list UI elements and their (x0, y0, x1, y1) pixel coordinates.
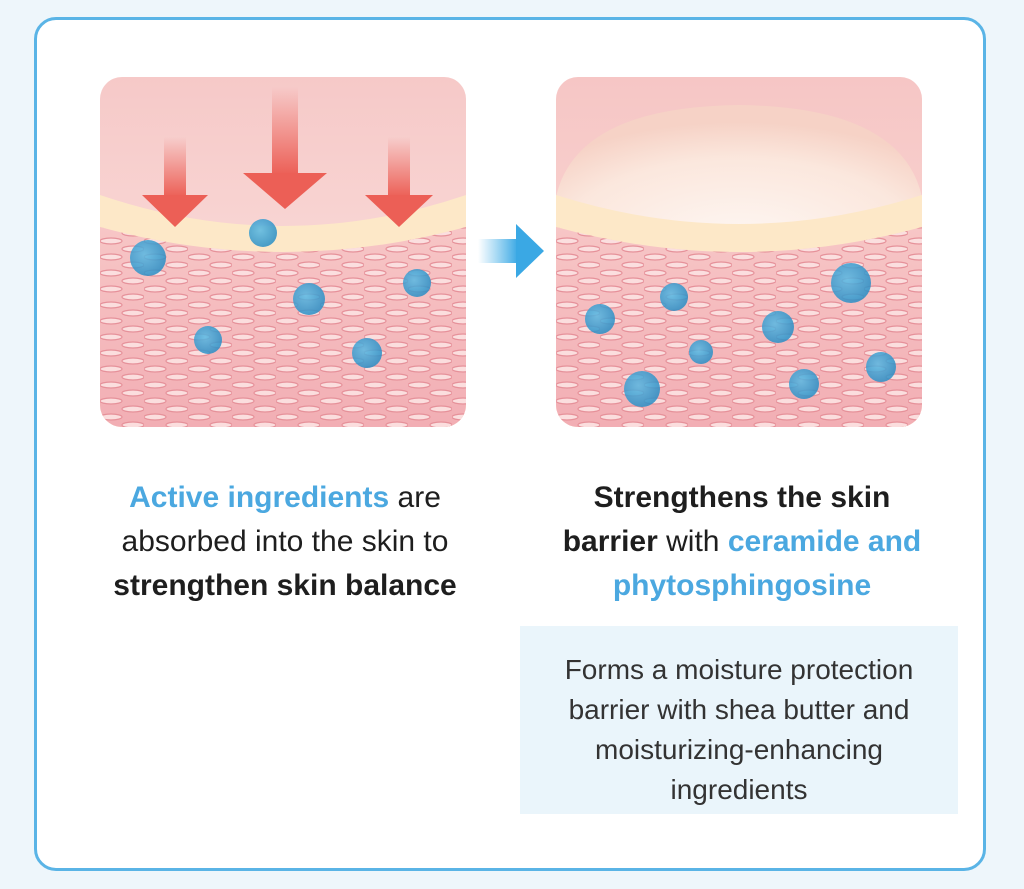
caption-line: absorbed into the skin to (121, 525, 449, 558)
note-line: ingredients (670, 774, 808, 805)
caption-text: with (657, 525, 728, 558)
skin-barrier-illustration (556, 77, 922, 427)
caption-line-bold: Strengthens the skin (593, 481, 891, 514)
absorption-arrow-icon (243, 87, 327, 209)
caption-line: Active ingredients are (62, 476, 508, 520)
absorption-arrow-icon (142, 137, 208, 227)
caption-highlight: ceramide and (727, 525, 922, 558)
absorption-caption: Active ingredients are absorbed into the… (62, 476, 508, 608)
skin-absorption-illustration (100, 77, 466, 427)
absorption-arrow-icon (365, 137, 433, 227)
note-line: Forms a moisture protection (564, 654, 914, 685)
caption-highlight: Active ingredients (129, 481, 390, 514)
caption-highlight: phytosphingosine (612, 569, 872, 602)
note-line: moisturizing-enhancing (595, 734, 883, 765)
caption-line-bold: strengthen skin balance (113, 569, 457, 602)
caption-text: are (389, 481, 441, 514)
arrow-right-icon (478, 220, 544, 282)
caption-bold: barrier (562, 525, 658, 558)
note-line: barrier with shea butter and (568, 694, 910, 725)
barrier-caption: Strengthens the skin barrier with cerami… (512, 476, 972, 608)
note-box: Forms a moisture protection barrier with… (520, 626, 958, 814)
caption-line: barrier with ceramide and (512, 520, 972, 564)
